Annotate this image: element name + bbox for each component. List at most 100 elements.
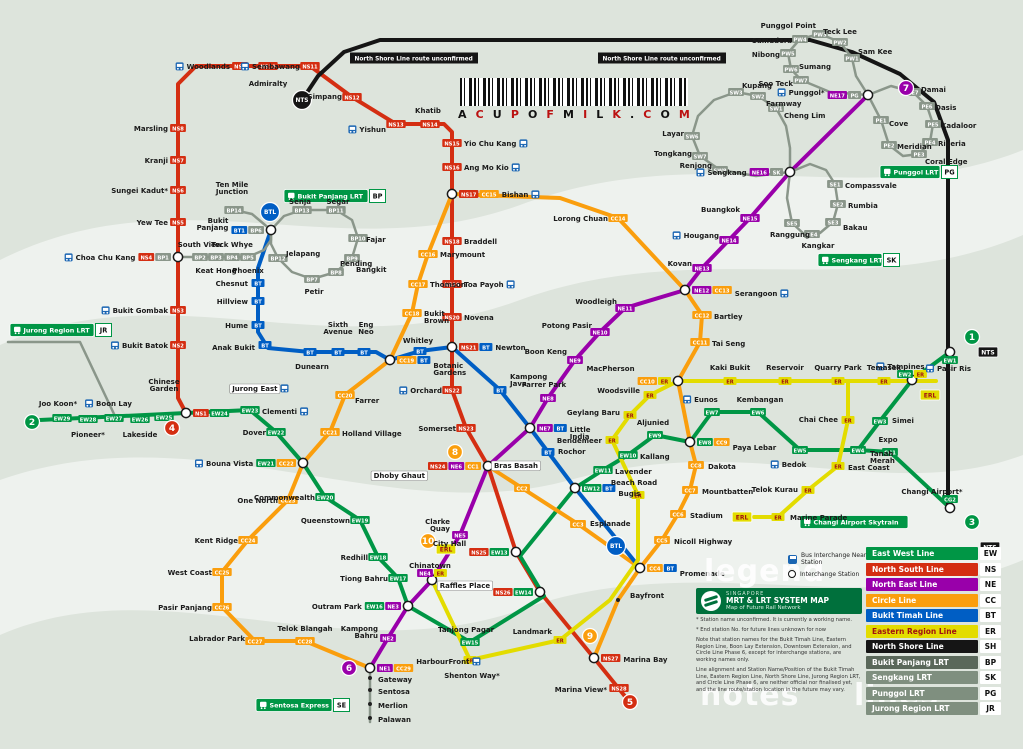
svg-text:BT: BT: [496, 388, 504, 394]
svg-text:SE: SE: [337, 702, 347, 710]
svg-text:CC15: CC15: [482, 192, 497, 198]
station-telok-blangah: CC28: [295, 637, 315, 645]
bus-interchange-icon: [506, 280, 515, 289]
station-label-palawan: Palawan: [378, 716, 411, 724]
line-cc: [220, 192, 704, 670]
svg-text:ER: ER: [774, 515, 782, 521]
svg-text:NE8: NE8: [542, 396, 554, 402]
station-redhill: EW18: [368, 553, 388, 561]
watermark-letter: O: [660, 108, 670, 121]
svg-text:BTL: BTL: [264, 210, 276, 216]
svg-text:PE7: PE7: [908, 90, 919, 96]
legend-line-name: Jurong Region LRT: [866, 702, 978, 715]
station-label-boon-lay: Boon Lay: [96, 400, 132, 408]
svg-text:CC8: CC8: [690, 463, 702, 469]
svg-text:EW17: EW17: [390, 576, 407, 582]
legend-line-name: Punggol LRT: [866, 686, 978, 700]
station-label-jelapang: Jelapang: [285, 250, 320, 258]
station-label-simei: Simei: [892, 417, 914, 425]
station-kembangan: EW6: [750, 408, 766, 416]
svg-text:BP3: BP3: [210, 255, 222, 261]
station-petir: BP7: [304, 275, 320, 283]
station-label-gateway: Gateway: [378, 676, 413, 684]
svg-text:PG: PG: [850, 93, 858, 99]
station-punggol-point: PW3: [812, 30, 828, 38]
station-label-sembawang: Sembawang: [252, 63, 300, 71]
station-label-quarry-park: Quarry Park: [814, 364, 862, 372]
station-label-lavender: Lavender: [615, 468, 652, 476]
watermark-letter: .: [630, 108, 635, 121]
station-pasir-ris: EW1: [942, 346, 958, 364]
note-bullet: Line alignment and Station Name/Position…: [696, 666, 861, 693]
station-yio-chu-kang: NS15: [442, 139, 462, 147]
bus-interchange-icon: [531, 190, 540, 199]
bus-interchange-icon: [64, 253, 73, 262]
svg-text:NTS: NTS: [296, 98, 309, 104]
station-toa-payoh: NS19: [442, 280, 462, 288]
station-marine-parade: ER: [771, 513, 785, 521]
legend-line-code: EW: [980, 547, 1001, 560]
svg-text:PE6: PE6: [922, 104, 933, 110]
station-label-holland-village: Holland Village: [342, 430, 402, 438]
station-anak-bukit: BT: [258, 341, 272, 349]
station-kovan: NE13: [692, 264, 712, 272]
legend-line-code: SK: [980, 671, 1001, 684]
station-label-tampines: Tampines: [887, 363, 924, 371]
svg-text:EW24: EW24: [211, 411, 228, 417]
station-label-sam-kee: Sam Kee: [858, 48, 893, 56]
svg-text:EW20: EW20: [317, 495, 334, 501]
watermark-letter: P: [510, 108, 519, 121]
watermark-letter: F: [546, 108, 554, 121]
svg-text:NS2: NS2: [172, 343, 184, 349]
station-label-admiralty: Admiralty: [249, 80, 288, 88]
svg-text:EW1: EW1: [944, 358, 957, 364]
svg-text:BP: BP: [373, 193, 383, 201]
svg-text:CC29: CC29: [396, 666, 411, 672]
terminal-number-badge-7: 7: [897, 79, 915, 97]
station-label-ang-mo-kio: Ang Mo Kio: [464, 164, 509, 172]
svg-text:SE5: SE5: [787, 221, 798, 227]
station-label-riveria: Riveria: [938, 140, 966, 148]
terminal-number-badge-2: 2: [23, 413, 41, 431]
station-dover: EW22: [266, 428, 286, 436]
station-geylang-baru: ER: [623, 411, 637, 419]
station-label-chesnut: Chesnut: [216, 280, 249, 288]
station-label-petir: Petir: [304, 288, 324, 296]
svg-text:ER: ER: [880, 379, 888, 385]
station-label-harbourfront: HarbourFront: [416, 658, 470, 666]
legend-symbol-label: Interchange Station: [800, 570, 860, 578]
svg-text:CC19: CC19: [399, 358, 414, 364]
svg-text:NS7: NS7: [172, 158, 184, 164]
station-merlion: [368, 702, 372, 706]
station-label-macpherson: MacPherson: [586, 365, 634, 373]
station-label-choa-chu-kang: Choa Chu Kang: [76, 254, 136, 262]
background-word-notes: notes: [700, 678, 800, 713]
station-label-shenton-way: Shenton Way*: [444, 672, 500, 680]
bus-interchange-icon: [175, 62, 184, 71]
station-hougang: NE14: [719, 236, 739, 244]
svg-text:North Shore Line route unconfi: North Shore Line route unconfirmed: [603, 56, 721, 62]
svg-text:NS15: NS15: [444, 141, 460, 147]
station-label-anak-bukit: Anak Bukit: [212, 344, 256, 352]
svg-text:NS23: NS23: [458, 426, 474, 432]
legend-line-code: SH: [980, 640, 1001, 653]
bus-interchange-icon: [683, 395, 692, 404]
bus-interchange-icon: [472, 657, 481, 666]
station-label-nicoll-highway: Nicoll Highway: [674, 538, 733, 546]
station-kadaloor: PE5: [925, 120, 941, 128]
station-label-beach-road: Beach Road: [611, 479, 657, 487]
svg-text:NS5: NS5: [172, 220, 184, 226]
station-label-lakeside: Lakeside: [123, 431, 158, 439]
station-label-bartley: Bartley: [714, 313, 743, 321]
svg-text:NE11: NE11: [617, 306, 632, 312]
svg-text:CC14: CC14: [611, 216, 626, 222]
